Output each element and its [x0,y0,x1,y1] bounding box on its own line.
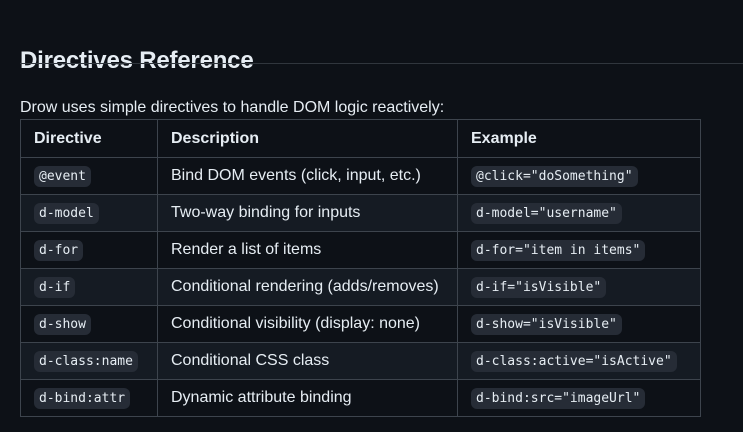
example-cell: @click="doSomething" [457,157,701,195]
example-cell: d-class:active="isActive" [457,342,701,380]
directive-code: d-show [34,314,91,335]
table-body: @event Bind DOM events (click, input, et… [20,157,701,417]
header-directive: Directive [20,119,158,158]
table-row: d-show Conditional visibility (display: … [20,305,701,343]
example-cell: d-if="isVisible" [457,268,701,306]
table-header: Directive Description Example [20,119,701,158]
directives-table: Directive Description Example @event Bin… [20,119,701,417]
example-code: @click="doSomething" [471,166,638,187]
example-cell: d-show="isVisible" [457,305,701,343]
description-cell: Dynamic attribute binding [157,379,458,417]
table-row: d-class:name Conditional CSS class d-cla… [20,342,701,380]
example-code: d-for="item in items" [471,240,646,261]
table-row: d-bind:attr Dynamic attribute binding d-… [20,379,701,417]
description-cell: Bind DOM events (click, input, etc.) [157,157,458,195]
directive-code: d-class:name [34,351,138,372]
directive-code: d-model [34,203,99,224]
example-cell: d-bind:src="imageUrl" [457,379,701,417]
table-row: d-model Two-way binding for inputs d-mod… [20,194,701,232]
header-example: Example [457,119,701,158]
table-row: @event Bind DOM events (click, input, et… [20,157,701,195]
heading-divider [20,63,743,64]
directive-cell: d-bind:attr [20,379,158,417]
header-row: Directive Description Example [20,119,701,158]
description-cell: Conditional CSS class [157,342,458,380]
directive-cell: d-if [20,268,158,306]
description-cell: Render a list of items [157,231,458,269]
example-code: d-model="username" [471,203,622,224]
example-code: d-if="isVisible" [471,277,607,298]
table-row: d-for Render a list of items d-for="item… [20,231,701,269]
header-description: Description [157,119,458,158]
description-cell: Conditional rendering (adds/removes) [157,268,458,306]
example-cell: d-for="item in items" [457,231,701,269]
directive-code: d-if [34,277,76,298]
example-code: d-bind:src="imageUrl" [471,388,646,409]
directive-code: @event [34,166,91,187]
directive-cell: d-class:name [20,342,158,380]
directive-cell: d-model [20,194,158,232]
directive-cell: @event [20,157,158,195]
directive-cell: d-show [20,305,158,343]
section-heading: Directives Reference [20,46,254,74]
example-code: d-show="isVisible" [471,314,622,335]
description-cell: Two-way binding for inputs [157,194,458,232]
table-row: d-if Conditional rendering (adds/removes… [20,268,701,306]
directive-code: d-for [34,240,84,261]
directive-code: d-bind:attr [34,388,131,409]
example-cell: d-model="username" [457,194,701,232]
directive-cell: d-for [20,231,158,269]
description-cell: Conditional visibility (display: none) [157,305,458,343]
example-code: d-class:active="isActive" [471,351,677,372]
intro-paragraph: Drow uses simple directives to handle DO… [20,99,445,116]
